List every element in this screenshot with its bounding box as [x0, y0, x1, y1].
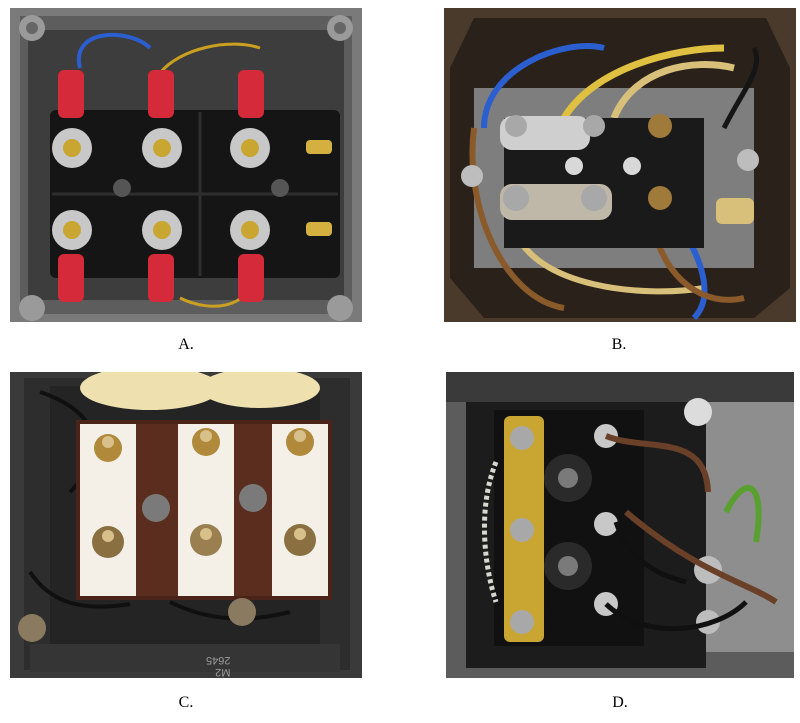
photo-b-terminal-box-links: [444, 8, 796, 322]
caption-d: D.: [612, 694, 628, 711]
caption-b: B.: [611, 336, 627, 353]
photo-c-terminal-block-brown: [10, 372, 362, 678]
caption-c: C.: [178, 694, 194, 711]
photo-a-terminal-box-red-crimps: [10, 8, 362, 322]
photo-d-terminal-block-brass-link: [446, 372, 794, 678]
panel-c-plate-text: M2 2645: [205, 654, 231, 678]
caption-a: A.: [178, 336, 194, 353]
